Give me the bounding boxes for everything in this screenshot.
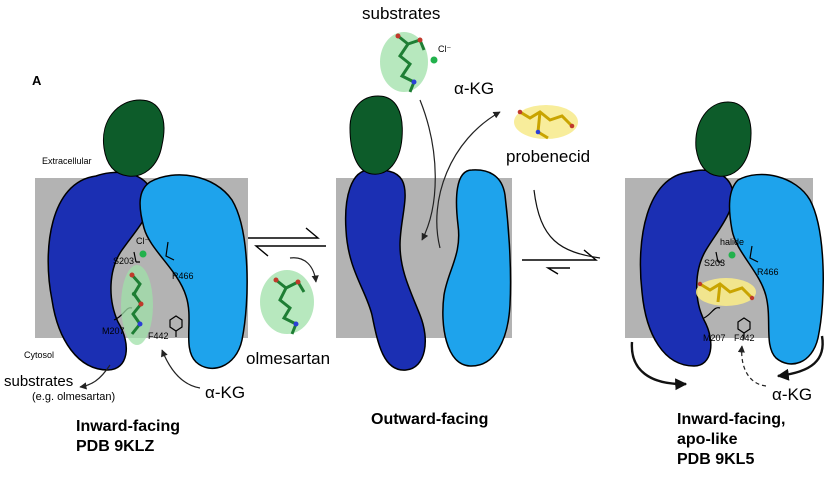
- halide-label: halide: [720, 237, 745, 247]
- probenecid-molecule: [514, 105, 578, 140]
- probenecid-label: probenecid: [506, 147, 591, 166]
- right-equilibrium-arrows: [522, 249, 598, 275]
- chloride-ion-dot: [139, 250, 147, 258]
- middle-substrates-label: substrates: [362, 4, 441, 23]
- left-alpha-kg-entry-arrow: [161, 349, 201, 389]
- substrates-entry-arrow: [419, 99, 436, 241]
- right-alpha-kg-entry-arrow: [737, 345, 767, 387]
- olmesartan-molecule: [260, 270, 314, 335]
- panel-letter: A: [32, 73, 42, 88]
- middle-transport-domain: [442, 169, 512, 367]
- middle-title: Outward-facing: [371, 411, 489, 428]
- right-r466-sidechain: [749, 245, 759, 263]
- left-extracellular-domain: [102, 99, 165, 177]
- chloride-ion-dot-middle: [430, 56, 438, 64]
- right-f442-ring-icon: [737, 317, 751, 339]
- right-residue-m207: M207: [703, 333, 726, 343]
- probenecid-binding-arrow: [533, 189, 601, 259]
- left-chloride-label: Cl⁻: [136, 236, 150, 246]
- left-residue-s203: S203: [113, 256, 135, 266]
- right-alpha-kg-label: α-KG: [772, 385, 813, 404]
- right-title-line1: Inward-facing,: [677, 411, 786, 428]
- s203-sidechain: [133, 251, 140, 263]
- f442-ring-icon: [169, 315, 183, 337]
- right-extracellular-domain: [695, 101, 752, 177]
- right-residue-s203: S203: [704, 258, 726, 268]
- right-residue-f442: F442: [734, 333, 755, 343]
- right-transport-domain: [728, 173, 825, 365]
- left-residue-m207: M207: [102, 326, 125, 336]
- r466-sidechain: [165, 241, 175, 261]
- right-inward-facing-transporter: [625, 101, 825, 391]
- left-equilibrium-arrows: [248, 227, 326, 257]
- left-substrates-example: (e.g. olmesartan): [32, 391, 116, 403]
- right-title-line2: apo-like: [677, 431, 738, 448]
- left-residue-r466: R466: [172, 271, 194, 281]
- olmesartan-label: olmesartan: [246, 349, 331, 368]
- substrates-release-arrow: [79, 364, 111, 390]
- middle-chloride-label: Cl⁻: [438, 44, 452, 54]
- bound-probenecid-molecule: [696, 278, 756, 306]
- halide-ion-dot: [728, 251, 736, 259]
- right-s203-sidechain: [715, 251, 722, 263]
- middle-alpha-kg-label: α-KG: [454, 79, 495, 98]
- left-alpha-kg-label: α-KG: [205, 383, 246, 402]
- right-title-line3: PDB 9KL5: [677, 451, 755, 468]
- olmesartan-binding-arrow: [289, 257, 319, 283]
- substrate-molecule: [380, 32, 428, 93]
- right-m207-sidechain: [703, 307, 721, 319]
- left-inward-facing-transporter: [35, 99, 248, 390]
- extracellular-label: Extracellular: [42, 156, 92, 166]
- bound-olmesartan-molecule: [121, 265, 153, 345]
- alpha-kg-exit-arrow: [436, 111, 501, 249]
- middle-scaffold-domain: [344, 169, 427, 371]
- left-title-line1: Inward-facing: [76, 418, 181, 435]
- left-transport-domain: [139, 174, 248, 370]
- right-residue-r466: R466: [757, 267, 779, 277]
- cytosol-label: Cytosol: [24, 350, 55, 360]
- scaffold-rocking-arrow: [630, 341, 688, 391]
- left-title-line2: PDB 9KLZ: [76, 438, 155, 455]
- middle-outward-facing-transporter: [336, 95, 512, 371]
- middle-extracellular-domain: [349, 95, 403, 175]
- transport-rocking-arrow: [776, 335, 824, 381]
- left-residue-f442: F442: [148, 331, 169, 341]
- left-substrates-label: substrates: [4, 373, 74, 390]
